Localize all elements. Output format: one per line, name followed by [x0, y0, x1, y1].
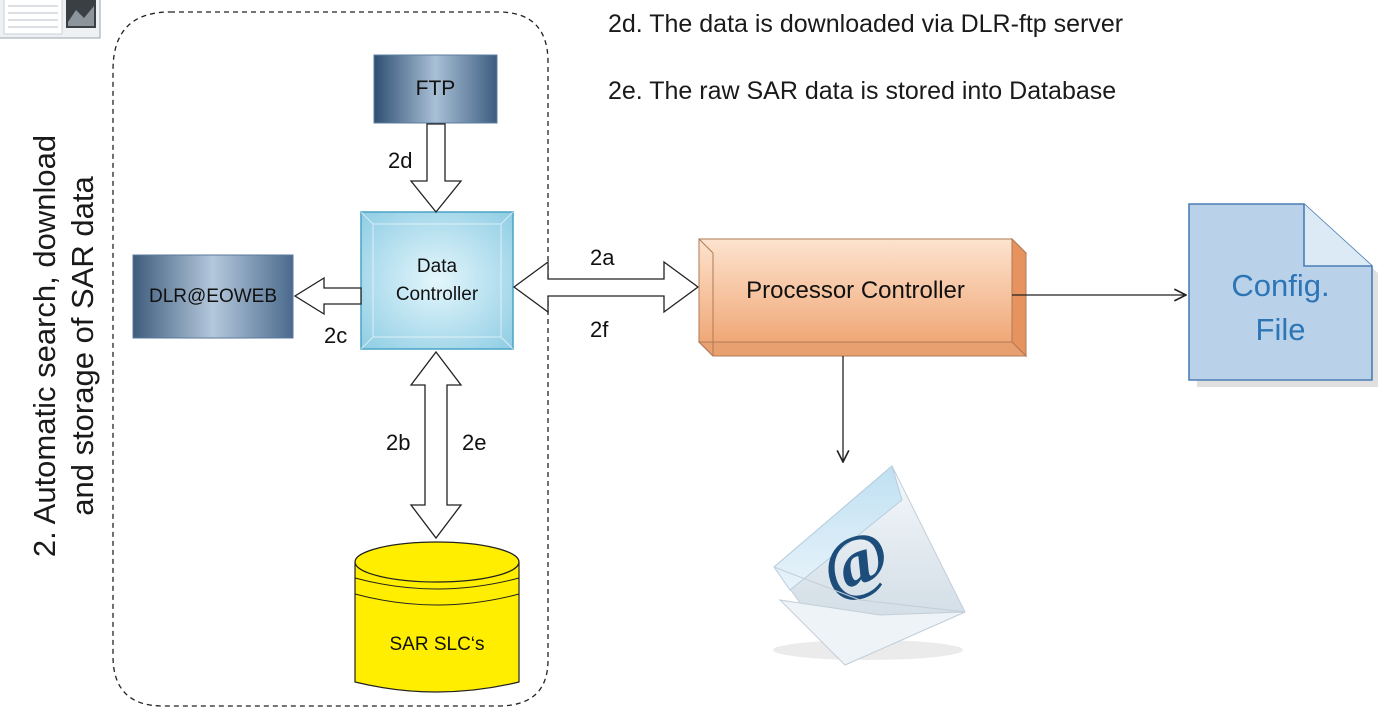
- dlr-eoweb-box: [132, 254, 294, 339]
- edge-label-2c: 2c: [324, 323, 348, 348]
- processor-controller-label: Processor Controller: [746, 276, 965, 304]
- arrow-2a-2f: [512, 260, 700, 314]
- config-file-label-line2: File: [1255, 312, 1306, 347]
- data-controller-box: [360, 211, 514, 350]
- arrow-2b-2e: [409, 350, 463, 540]
- edge-label-2e: 2e: [462, 430, 487, 455]
- arrow-2c: [293, 276, 362, 316]
- dlr-eoweb-label: DLR@EOWEB: [148, 285, 278, 307]
- config-file-label: Config. File: [1189, 248, 1372, 368]
- sar-slc-database: [354, 541, 520, 693]
- data-controller-label-line2: Controller: [395, 283, 479, 305]
- ftp-label: FTP: [415, 77, 456, 100]
- data-controller-label-line1: Data: [416, 255, 458, 277]
- note-2e: 2e. The raw SAR data is stored into Data…: [608, 77, 1117, 105]
- edge-label-2f: 2f: [590, 317, 609, 342]
- edge-label-2d: 2d: [388, 148, 413, 173]
- edge-label-2b: 2b: [386, 430, 411, 455]
- config-file-document: [1188, 203, 1378, 387]
- sar-slc-label: SAR SLC‘s: [389, 634, 485, 655]
- side-title: 2. Automatic search, download and storag…: [26, 0, 102, 696]
- config-file-label-line1: Config.: [1231, 268, 1330, 303]
- thumbnail-image: [0, 0, 101, 39]
- edge-label-2a: 2a: [590, 245, 615, 270]
- processor-controller-box: [697, 237, 1028, 358]
- note-2d: 2d. The data is downloaded via DLR-ftp s…: [608, 10, 1124, 38]
- side-title-line1: 2. Automatic search, download: [27, 134, 62, 558]
- email-envelope-icon: @: [773, 465, 966, 666]
- group-boundary: [112, 11, 549, 707]
- data-controller-label: Data Controller: [361, 212, 513, 349]
- arrow-2d: [409, 123, 463, 214]
- ftp-box: [373, 54, 498, 124]
- side-title-line2: and storage of SAR data: [65, 176, 100, 516]
